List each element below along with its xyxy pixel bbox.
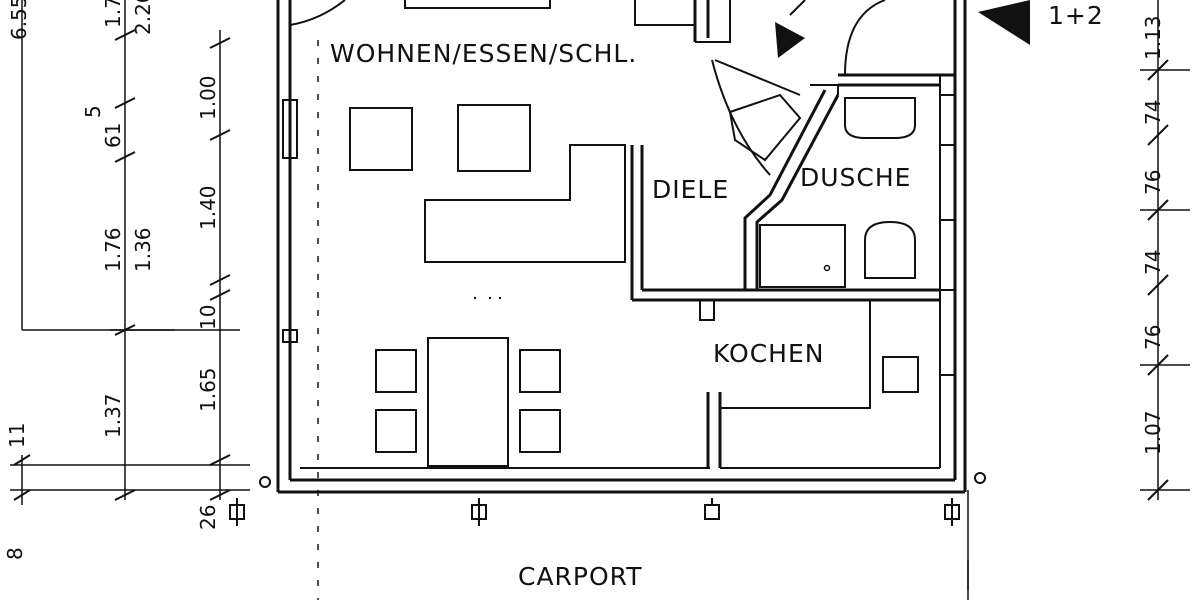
dim-label: 1.76 [101, 0, 125, 28]
dim-label: 1.00 [196, 75, 220, 120]
dim-label: 74 [1141, 100, 1165, 125]
dim-label: 6.55 [7, 0, 31, 40]
dim-label: 61 [101, 123, 125, 148]
dim-label: 11 [5, 423, 29, 448]
dim-label: 5 [81, 105, 105, 118]
room-label-hall: DIELE [652, 175, 729, 204]
carport-posts [229, 472, 986, 526]
room-label-carport: CARPORT [518, 562, 643, 591]
top-right-label: 1+2 [1048, 1, 1104, 30]
north-marker-icon [978, 0, 1030, 45]
room-label-living: WOHNEN/ESSEN/SCHL. [330, 39, 637, 68]
arrow-marker-icon [775, 22, 805, 58]
dimension-labels: 6.55 8 1.76 5 61 1.76 1.37 11 2.26 1.36 … [3, 0, 1165, 560]
outer-walls [276, 0, 967, 494]
dim-label: 1.65 [196, 367, 220, 412]
room-label-shower: DUSCHE [800, 163, 911, 192]
dim-label: 1.07 [1141, 410, 1165, 455]
left-dimensions [10, 0, 250, 505]
dim-label: 1.40 [196, 185, 220, 230]
dim-label: 1.36 [131, 227, 155, 272]
dim-label: 76 [1141, 325, 1165, 350]
dim-label: 26 [196, 505, 220, 530]
dim-label: 8 [3, 547, 27, 560]
right-dimensions [1140, 0, 1190, 501]
dim-label: 1.37 [101, 393, 125, 438]
dim-label: 10 [196, 305, 220, 330]
dim-label: 74 [1141, 250, 1165, 275]
room-label-kitchen: KOCHEN [713, 339, 824, 368]
dim-label: 76 [1141, 170, 1165, 195]
dim-label: 1.76 [101, 227, 125, 272]
dim-label: 1.13 [1141, 15, 1165, 60]
dim-label: 2.26 [131, 0, 155, 35]
door-swings [289, 0, 886, 176]
furniture [349, 0, 919, 467]
interior-walls [630, 0, 955, 468]
